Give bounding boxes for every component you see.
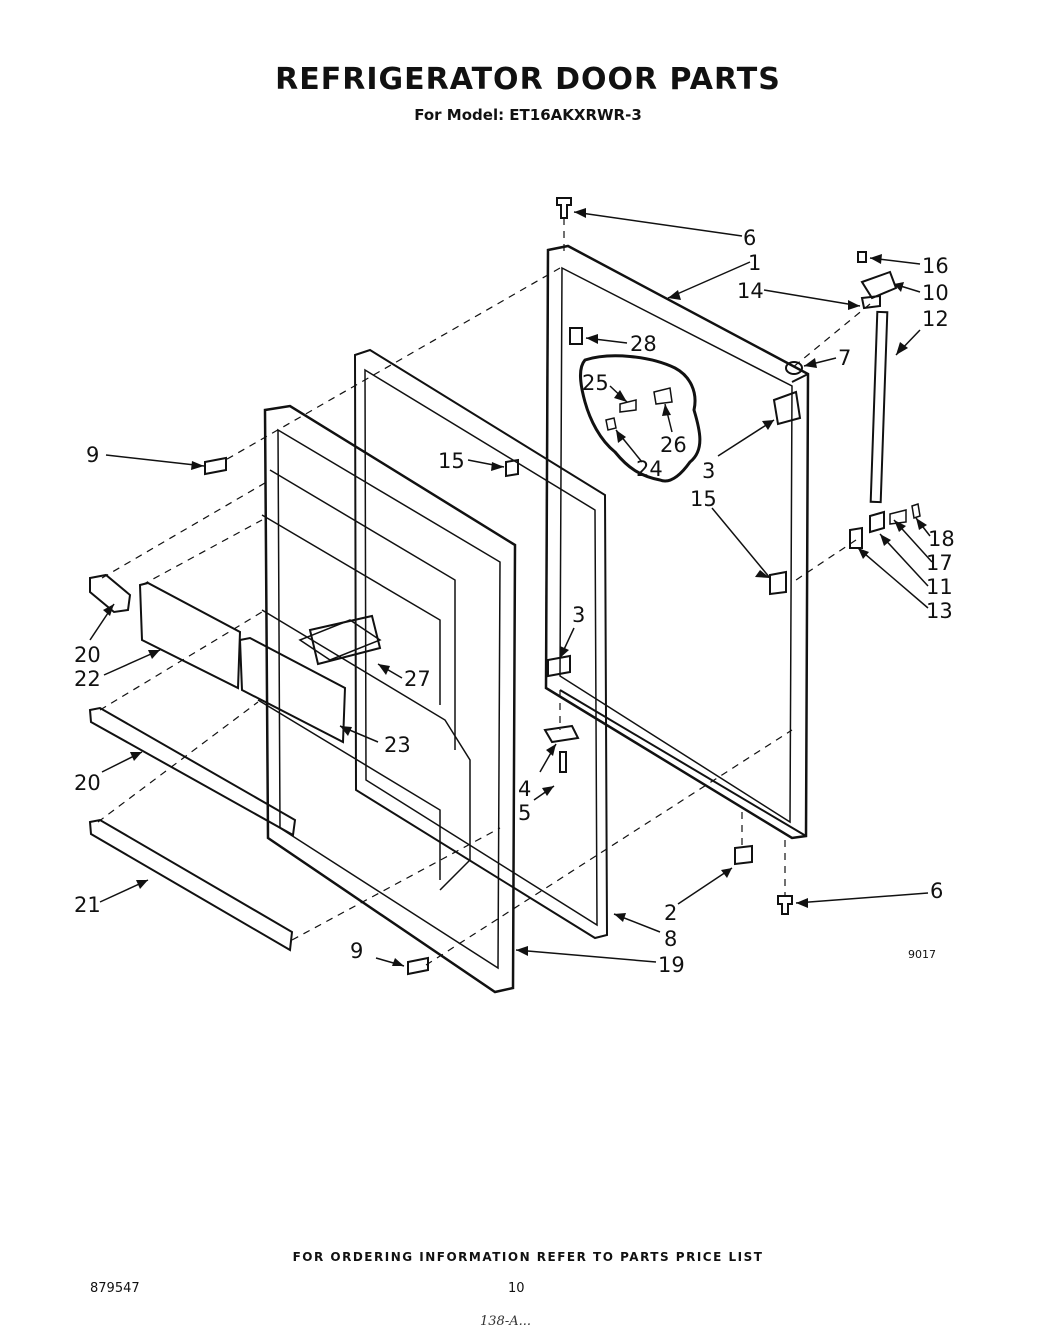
callout-22: 22 — [74, 667, 101, 691]
callout-10: 10 — [922, 281, 949, 305]
callout-5: 5 — [518, 801, 531, 825]
callout-1: 1 — [748, 251, 761, 275]
callout-23: 23 — [384, 733, 411, 757]
door-shelves — [88, 573, 347, 952]
callout-3-upper: 3 — [702, 459, 715, 483]
handwritten-note: 138-A... — [480, 1314, 531, 1329]
page-title: REFRIGERATOR DOOR PARTS — [275, 62, 781, 97]
callout-17: 17 — [926, 551, 953, 575]
arrowheads — [103, 208, 927, 966]
callout-4: 4 — [518, 777, 531, 801]
callout-11: 11 — [926, 575, 953, 599]
door-liner — [257, 404, 517, 994]
hinge-hardware — [204, 197, 921, 976]
ordering-note: FOR ORDERING INFORMATION REFER TO PARTS … — [292, 1250, 764, 1264]
callout-24: 24 — [636, 457, 663, 481]
callout-28: 28 — [630, 332, 657, 356]
page-number: 10 — [508, 1281, 525, 1296]
callout-3-lower: 3 — [572, 603, 585, 627]
callout-21: 21 — [74, 893, 101, 917]
document-number: 879547 — [90, 1281, 140, 1296]
callout-7: 7 — [838, 346, 851, 370]
callout-13: 13 — [926, 599, 953, 623]
door-drawing — [88, 197, 933, 994]
panel-cutaway — [579, 354, 702, 483]
callout-26: 26 — [660, 433, 687, 457]
callout-6-bottom: 6 — [930, 879, 943, 903]
callout-27: 27 — [404, 667, 431, 691]
callout-20-upper: 20 — [74, 643, 101, 667]
callout-9-upper: 9 — [86, 443, 99, 467]
callout-8: 8 — [664, 927, 677, 951]
callout-12: 12 — [922, 307, 949, 331]
callout-15-upper: 15 — [438, 449, 465, 473]
callout-14: 14 — [737, 279, 764, 303]
model-subtitle: For Model: ET16AKXRWR-3 — [414, 106, 642, 124]
callout-25: 25 — [582, 371, 609, 395]
callout-15-lower: 15 — [690, 487, 717, 511]
callout-2: 2 — [664, 901, 677, 925]
leader-lines — [89, 211, 933, 967]
figure-code: 9017 — [908, 948, 936, 961]
callout-6-top: 6 — [743, 226, 756, 250]
callout-9-lower: 9 — [350, 939, 363, 963]
outer-door-panel — [544, 244, 810, 840]
callout-18: 18 — [928, 527, 955, 551]
callout-16: 16 — [922, 254, 949, 278]
callout-19: 19 — [658, 953, 685, 977]
door-gasket — [353, 348, 609, 940]
alignment-lines — [97, 218, 871, 966]
callout-20-lower: 20 — [74, 771, 101, 795]
callout-labels: 6 1 16 14 10 12 28 7 25 26 24 9 15 3 15 … — [74, 226, 955, 977]
